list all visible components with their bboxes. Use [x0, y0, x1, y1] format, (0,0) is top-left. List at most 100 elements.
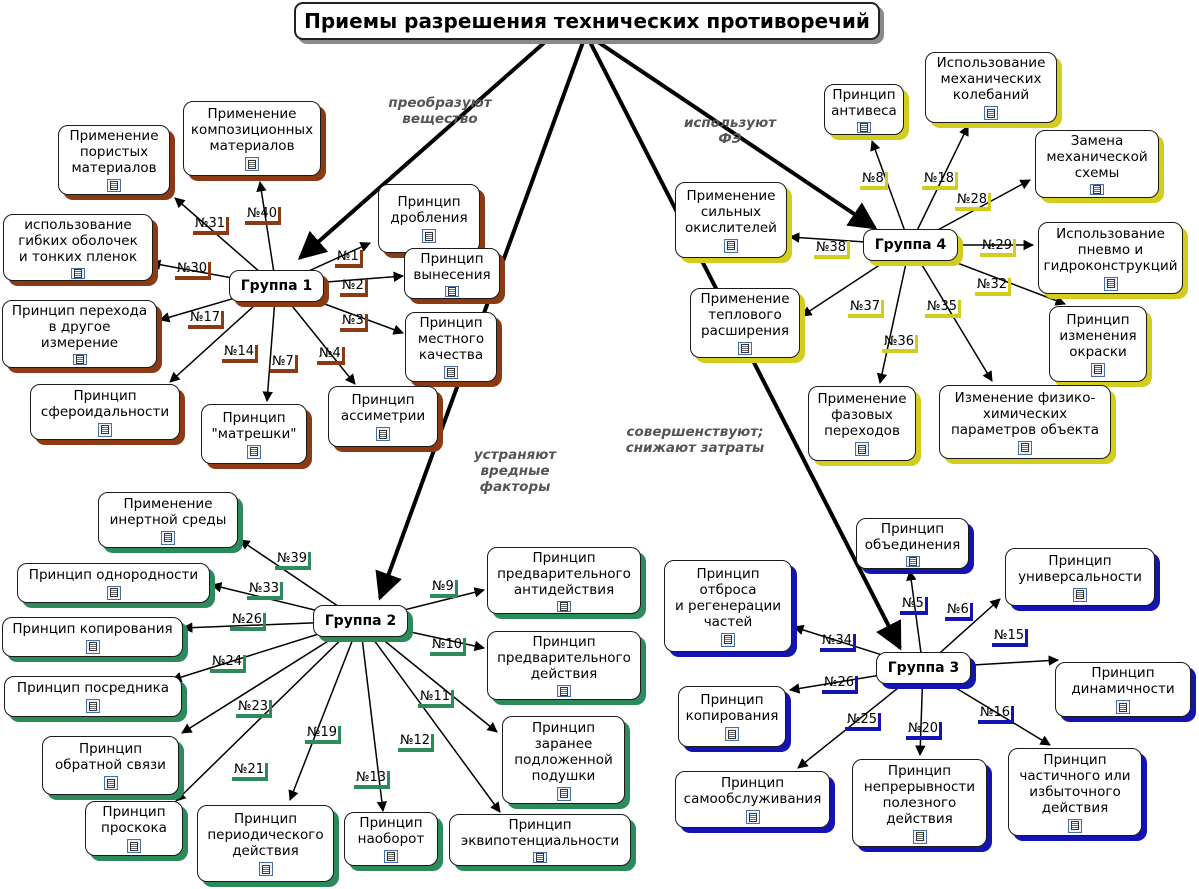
node-n4_35[interactable]: Изменение физико- химических параметров …: [939, 385, 1111, 459]
group1-hub[interactable]: Группа 1: [229, 270, 324, 302]
node-n1_1[interactable]: Принцип дробления: [378, 184, 480, 253]
document-icon[interactable]: [533, 852, 547, 863]
node-label: Принцип вынесения: [413, 250, 491, 283]
node-n2_33[interactable]: Принцип однородности: [17, 563, 210, 603]
document-icon[interactable]: [855, 442, 869, 456]
document-icon[interactable]: [1103, 276, 1118, 291]
principle-number-label: №36: [882, 335, 919, 353]
node-n1_40[interactable]: Применение композиционных материалов: [183, 101, 321, 176]
node-label: Принцип посредника: [16, 680, 170, 696]
document-icon[interactable]: [725, 727, 739, 741]
node-n4_18[interactable]: Использование механических колебаний: [925, 52, 1057, 123]
node-n2_19[interactable]: Принцип периодического действия: [197, 805, 334, 882]
principle-number-label: №40: [245, 207, 282, 225]
node-n4_29[interactable]: Использование пневмо и гидроконструкций: [1038, 222, 1183, 294]
document-icon[interactable]: [1073, 587, 1087, 602]
node-n2_11[interactable]: Принцип заранее подложенной подушки: [502, 716, 625, 804]
group3-hub[interactable]: Группа 3: [876, 652, 971, 684]
node-n1_7[interactable]: Принцип "матрешки": [201, 404, 307, 464]
node-n2_23[interactable]: Принцип обратной связи: [42, 736, 179, 795]
document-icon[interactable]: [745, 810, 760, 824]
document-icon[interactable]: [905, 555, 920, 567]
document-icon[interactable]: [445, 285, 459, 297]
document-icon[interactable]: [557, 600, 571, 612]
document-icon[interactable]: [98, 422, 112, 437]
document-icon[interactable]: [245, 157, 259, 171]
document-icon[interactable]: [1018, 440, 1032, 455]
node-n3_15[interactable]: Принцип динамичности: [1055, 662, 1191, 717]
node-n1_14[interactable]: Принцип сфероидальности: [30, 384, 180, 440]
document-icon[interactable]: [247, 444, 261, 459]
node-n4_38[interactable]: Применение сильных окислителей: [675, 182, 787, 258]
node-n2_10[interactable]: Принцип предварительного действия: [487, 631, 641, 700]
node-n2_12[interactable]: Принцип эквипотенциальности: [449, 814, 631, 866]
node-n4_36[interactable]: Применение фазовых переходов: [808, 386, 916, 461]
node-n3_20[interactable]: Принцип непрерывности полезного действия: [852, 759, 987, 847]
document-icon[interactable]: [556, 786, 571, 801]
node-label: Принцип эквипотенциальности: [460, 817, 620, 849]
document-icon[interactable]: [161, 530, 175, 545]
principle-number-label: №34: [820, 634, 857, 652]
node-label: Использование механических колебаний: [936, 55, 1046, 103]
edge-label-g1: преобразуют вещество: [388, 95, 492, 127]
document-icon[interactable]: [1116, 700, 1130, 714]
node-n4_37[interactable]: Применение теплового расширения: [690, 288, 800, 358]
document-icon[interactable]: [85, 639, 100, 654]
document-icon[interactable]: [103, 776, 118, 790]
node-n3_34[interactable]: Принцип отброса и регенерации частей: [664, 560, 792, 652]
node-n3_16[interactable]: Принцип частичного или избыточного дейст…: [1008, 748, 1142, 836]
principle-number-label: №15: [992, 629, 1029, 647]
node-n3_25[interactable]: Принцип самообслуживания: [675, 771, 830, 828]
document-icon[interactable]: [557, 685, 571, 697]
node-n2_24[interactable]: Принцип посредника: [4, 676, 182, 717]
document-icon[interactable]: [1091, 362, 1105, 377]
node-n1_31[interactable]: Применение пористых материалов: [58, 125, 170, 195]
group4-hub[interactable]: Группа 4: [863, 229, 958, 261]
edge-label-g2: устраняют вредные факторы: [473, 447, 557, 495]
document-icon[interactable]: [422, 229, 436, 243]
node-n3_6[interactable]: Принцип универсальности: [1005, 548, 1155, 606]
node-n1_30[interactable]: использование гибких оболочек и тонких п…: [3, 214, 153, 281]
node-n3_26[interactable]: Принцип копирования: [678, 686, 786, 747]
node-label: Принцип периодического действия: [207, 811, 324, 859]
document-icon[interactable]: [1068, 818, 1082, 833]
document-icon[interactable]: [258, 862, 273, 876]
node-n1_2[interactable]: Принцип вынесения: [404, 248, 500, 299]
node-n2_9[interactable]: Принцип предварительного антидействия: [487, 547, 641, 614]
principle-number-label: №13: [354, 771, 391, 789]
document-icon[interactable]: [107, 179, 121, 192]
node-label: Принцип дробления: [390, 194, 468, 226]
document-icon[interactable]: [72, 354, 87, 365]
node-label: Изменение физико- химических параметров …: [950, 389, 1100, 438]
document-icon[interactable]: [106, 585, 121, 600]
document-icon[interactable]: [86, 699, 100, 713]
document-icon[interactable]: [444, 366, 458, 379]
document-icon[interactable]: [984, 106, 998, 120]
node-label: Принцип самообслуживания: [683, 775, 822, 807]
node-label: Принцип частичного или избыточного дейст…: [1019, 751, 1131, 816]
node-n4_28[interactable]: Замена механической схемы: [1035, 130, 1159, 198]
document-icon[interactable]: [384, 850, 398, 863]
group2-hub[interactable]: Группа 2: [313, 605, 408, 637]
node-n2_13[interactable]: Принцип наоборот: [344, 812, 438, 866]
node-n4_32[interactable]: Принцип изменения окраски: [1049, 306, 1147, 382]
document-icon[interactable]: [857, 121, 871, 133]
document-icon[interactable]: [912, 829, 927, 844]
document-icon[interactable]: [376, 427, 390, 441]
title-to-group4-edge: [596, 40, 878, 230]
document-icon[interactable]: [1090, 184, 1104, 195]
document-icon[interactable]: [71, 267, 85, 279]
document-icon[interactable]: [738, 342, 752, 355]
document-icon[interactable]: [127, 839, 141, 853]
node-label: Использование пневмо и гидроконструкций: [1043, 225, 1178, 274]
node-n4_8[interactable]: Принцип антивеса: [824, 84, 904, 135]
node-n3_5[interactable]: Принцип объединения: [856, 518, 969, 569]
node-n2_26[interactable]: Принцип копирования: [2, 617, 183, 657]
document-icon[interactable]: [721, 632, 735, 647]
node-n2_21[interactable]: Принцип проскока: [85, 801, 183, 856]
node-n1_17[interactable]: Принцип перехода в другое измерение: [2, 300, 157, 368]
document-icon[interactable]: [724, 238, 738, 253]
node-n1_4[interactable]: Принцип ассиметрии: [328, 386, 438, 447]
node-n1_3[interactable]: Принцип местного качества: [405, 312, 497, 382]
node-n2_39[interactable]: Применение инертной среды: [98, 492, 238, 548]
